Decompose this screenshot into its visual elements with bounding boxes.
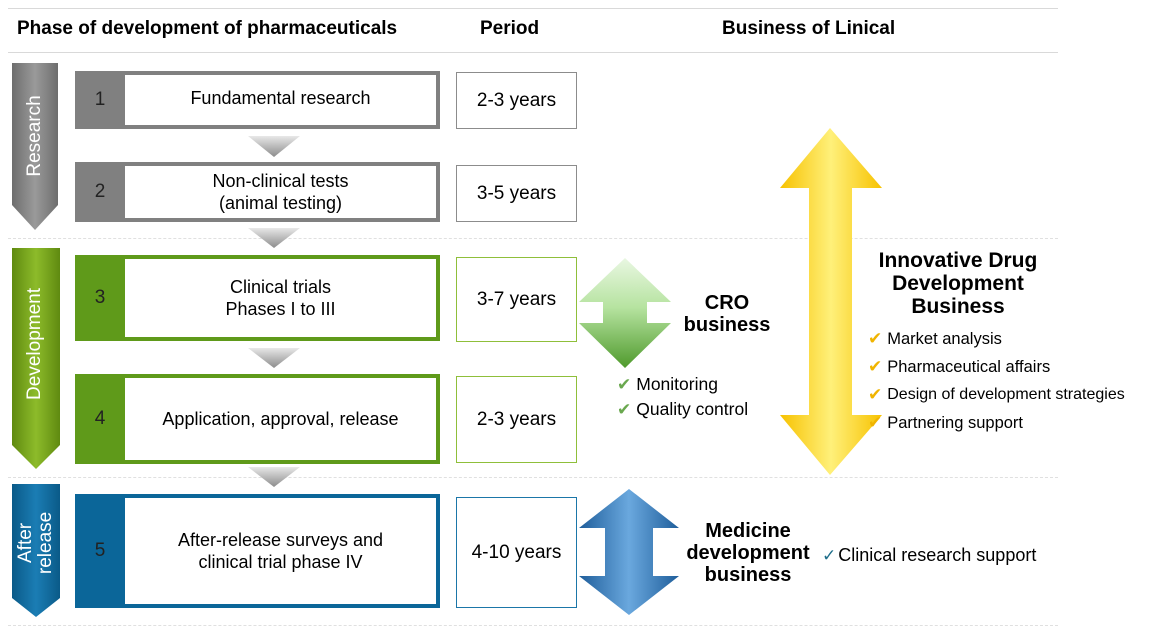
check-icon: ✔: [868, 385, 883, 404]
step-1: 1 Fundamental research: [75, 71, 440, 129]
innovative-title-line3: Business: [911, 295, 1005, 319]
innovative-title: Innovative Drug Development Business: [858, 249, 1058, 318]
check-icon: ✔: [868, 329, 883, 348]
step-number: 5: [94, 540, 106, 561]
development-label: Development: [24, 288, 46, 400]
step-text: Clinical trials Phases I to III: [125, 259, 436, 337]
innovative-item-label: Design of development strategies: [887, 386, 1125, 403]
medicine-title: Medicine development business: [684, 520, 812, 586]
step-number: 2: [94, 181, 106, 202]
medicine-item-label: Clinical research support: [838, 545, 1037, 565]
period-3: 3-7 years: [456, 257, 577, 342]
step-5: 5 After-release surveys and clinical tri…: [75, 494, 440, 608]
step-text: Fundamental research: [125, 75, 436, 125]
divider-development-after: [8, 477, 1058, 478]
step-5-line2: clinical trial phase IV: [198, 552, 363, 572]
period-5: 4-10 years: [456, 497, 577, 608]
after-release-phase-arrow: [12, 484, 60, 617]
step-4-line1: Application, approval, release: [162, 408, 399, 429]
step-chevrons: [248, 136, 300, 487]
step-3: 3 Clinical trials Phases I to III: [75, 255, 440, 341]
innovative-item-affairs: ✔ Pharmaceutical affairs: [868, 357, 1050, 377]
step-text: Non-clinical tests (animal testing): [125, 166, 436, 218]
step-3-line2: Phases I to III: [225, 299, 336, 319]
research-label: Research: [24, 95, 46, 177]
medicine-title-line1: Medicine: [705, 520, 791, 542]
check-icon: ✓: [822, 545, 837, 565]
step-1-line1: Fundamental research: [190, 88, 371, 108]
cro-item-monitoring: ✔ Monitoring: [617, 374, 718, 395]
cro-title: CRO business: [672, 292, 782, 336]
step-number: 1: [94, 89, 106, 110]
medicine-title-line2: development: [686, 542, 810, 564]
period-4: 2-3 years: [456, 376, 577, 463]
innovative-title-line1: Innovative Drug: [878, 249, 1038, 272]
chevron-down-icon: [248, 228, 300, 248]
check-icon: ✔: [868, 413, 883, 432]
after-release-label: After release: [15, 503, 56, 583]
cro-item-label: Quality control: [636, 399, 749, 419]
header-bottom-rule: [8, 52, 1058, 53]
cro-title-line1: CRO: [704, 292, 750, 314]
header-top-rule: [8, 8, 1058, 9]
step-text: Application, approval, release: [125, 378, 436, 460]
step-3-line1: Clinical trials: [229, 276, 332, 297]
research-phase-arrow: [12, 63, 58, 230]
medicine-title-line3: business: [704, 564, 792, 586]
innovative-title-line2: Development: [892, 272, 1024, 296]
after-release-label-line2: release: [35, 511, 56, 575]
innovative-item-label: Pharmaceutical affairs: [887, 357, 1051, 376]
header-phase: Phase of development of pharmaceuticals: [17, 18, 398, 39]
step-number: 3: [94, 287, 106, 308]
step-2-line2: (animal testing): [218, 193, 343, 213]
medicine-double-arrow-icon: [579, 489, 679, 615]
cro-item-quality: ✔ Quality control: [617, 399, 748, 420]
period-2: 3-5 years: [456, 165, 577, 222]
period-1: 2-3 years: [456, 72, 577, 129]
step-5-line1: After-release surveys and: [177, 529, 384, 550]
innovative-item-strategies: ✔ Design of development strategies: [868, 385, 1125, 405]
header-business: Business of Linical: [722, 18, 896, 39]
step-4: 4 Application, approval, release: [75, 374, 440, 464]
check-icon: ✔: [617, 399, 632, 419]
divider-research-development: [8, 238, 1058, 239]
check-icon: ✔: [868, 357, 883, 376]
chevron-down-icon: [248, 136, 300, 157]
innovative-double-arrow-icon: [780, 128, 882, 475]
development-phase-arrow: [12, 248, 60, 469]
innovative-item-label: Market analysis: [887, 329, 1002, 348]
step-number: 4: [94, 408, 106, 429]
cro-double-arrow-icon: [579, 258, 671, 368]
medicine-item-support: ✓ Clinical research support: [822, 545, 1036, 566]
chevron-down-icon: [248, 467, 300, 487]
cro-item-label: Monitoring: [636, 374, 718, 394]
cro-title-line2: business: [683, 314, 771, 336]
step-2-line1: Non-clinical tests: [212, 170, 349, 191]
innovative-item-label: Partnering support: [887, 413, 1023, 432]
step-2: 2 Non-clinical tests (animal testing): [75, 162, 440, 222]
header-period: Period: [480, 18, 540, 39]
step-text: After-release surveys and clinical trial…: [125, 498, 436, 604]
divider-bottom: [8, 625, 1058, 626]
check-icon: ✔: [617, 374, 632, 394]
phase-arrows: [12, 63, 60, 617]
after-release-label-line1: After: [15, 522, 37, 563]
innovative-item-market: ✔ Market analysis: [868, 329, 1002, 349]
chevron-down-icon: [248, 348, 300, 368]
innovative-item-partnering: ✔ Partnering support: [868, 413, 1023, 433]
